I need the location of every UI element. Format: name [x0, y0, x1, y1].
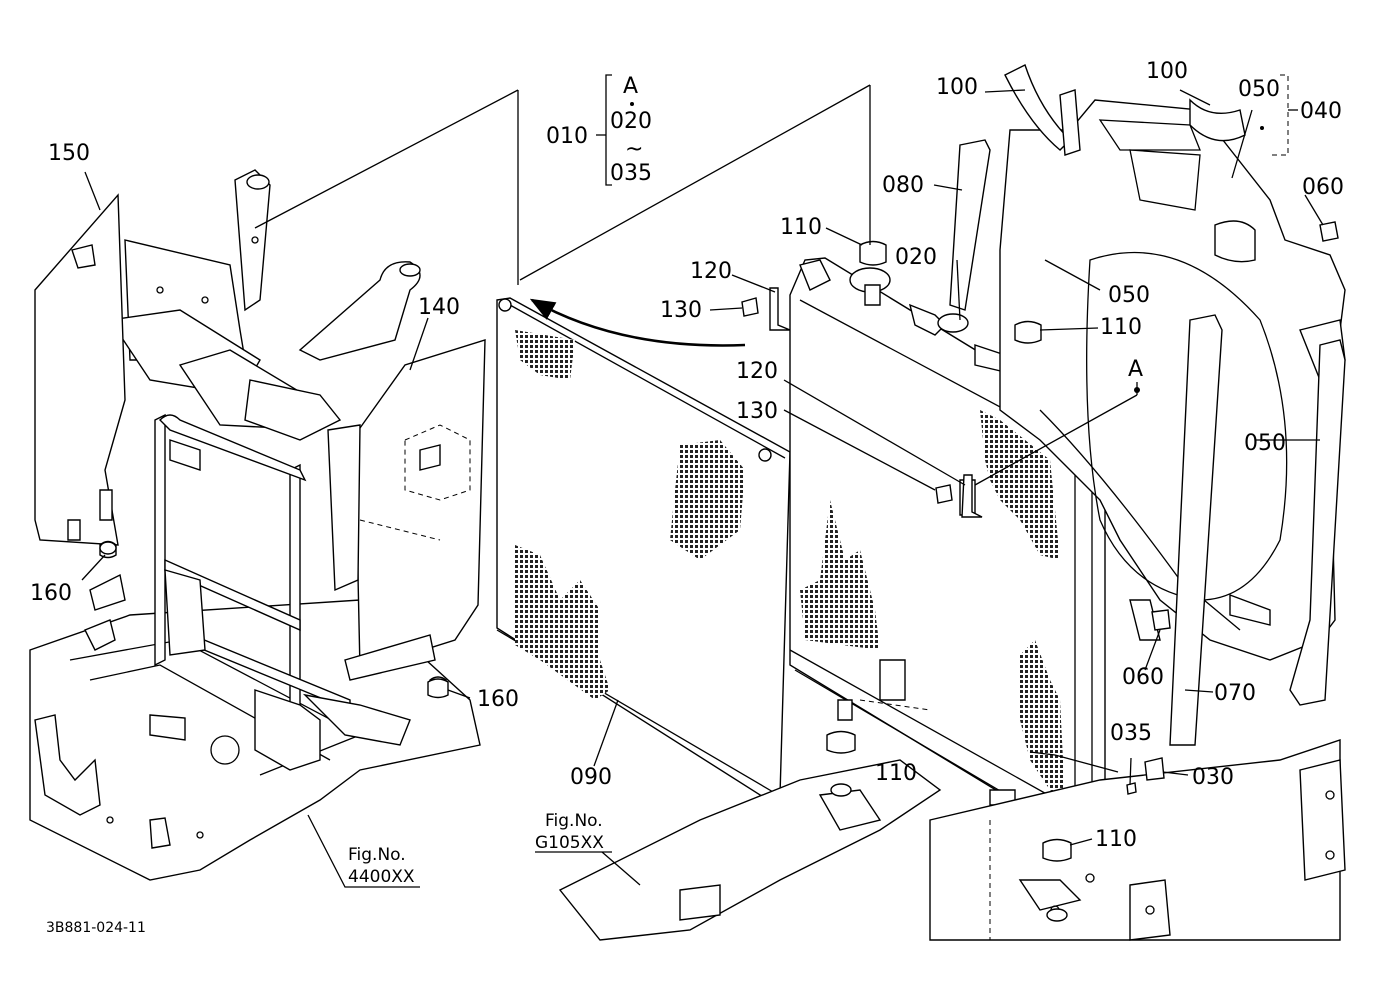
callout-110-mid: 110 [1100, 315, 1142, 340]
callout-100-left: 100 [936, 75, 978, 100]
group-item-a: A [623, 74, 638, 99]
callout-070: 070 [1214, 681, 1256, 706]
fig-ref-left-title: Fig.No. [348, 845, 406, 865]
bolt-130 [741, 297, 953, 504]
leader-lines [81, 74, 1324, 888]
callout-160-left: 160 [30, 581, 72, 606]
group-item-020: 020 [610, 109, 652, 134]
callout-labels: 150 140 160 160 090 120 130 120 130 110 … [30, 59, 1344, 936]
callout-080: 080 [882, 173, 924, 198]
pipe-frame [84, 169, 421, 771]
callout-020: 020 [895, 245, 937, 270]
callout-110-bottom: 110 [1095, 827, 1137, 852]
bracket-120 [769, 287, 983, 518]
callout-130-mid: 130 [736, 399, 778, 424]
callout-030: 030 [1192, 765, 1234, 790]
diagram-id: 3B881-024-11 [46, 920, 146, 936]
side-cover-150 [34, 193, 126, 559]
side-cover-140 [327, 339, 486, 696]
callout-120-mid: 120 [736, 359, 778, 384]
callout-160-right: 160 [477, 687, 519, 712]
mount-rubber-110 [826, 240, 1072, 922]
group-item-035: 035 [610, 161, 652, 186]
screen-090 [496, 297, 791, 801]
group-connector: ~ [625, 137, 643, 162]
clamp-100 [1004, 64, 1246, 156]
fig-ref-right-title: Fig.No. [545, 811, 603, 831]
seal-070 [1169, 314, 1346, 746]
callout-120-top: 120 [690, 259, 732, 284]
seal-strip-080 [949, 139, 991, 311]
callout-050-right: 050 [1244, 431, 1286, 456]
callout-090: 090 [570, 765, 612, 790]
fig-ref-left-number: 4400XX [348, 867, 415, 887]
callout-040: 040 [1300, 99, 1342, 124]
machine-frame [558, 739, 1346, 941]
callout-150: 150 [48, 141, 90, 166]
callout-110-top: 110 [780, 215, 822, 240]
group-main-label: 010 [546, 124, 588, 149]
mount-rubber-160 [99, 541, 449, 699]
callout-A: A [1128, 357, 1143, 382]
callout-110-low: 110 [875, 761, 917, 786]
callout-050-mid: 050 [1108, 283, 1150, 308]
callout-035: 035 [1110, 721, 1152, 746]
callout-050-top: 050 [1238, 77, 1280, 102]
callout-130-top: 130 [660, 298, 702, 323]
callout-100-right: 100 [1146, 59, 1188, 84]
callout-140: 140 [418, 295, 460, 320]
drain-cock-030 [1126, 757, 1165, 795]
callout-060-top: 060 [1302, 175, 1344, 200]
callout-060-low: 060 [1122, 665, 1164, 690]
bolt-060 [1151, 221, 1339, 631]
fig-ref-right-number: G105XX [535, 833, 604, 853]
